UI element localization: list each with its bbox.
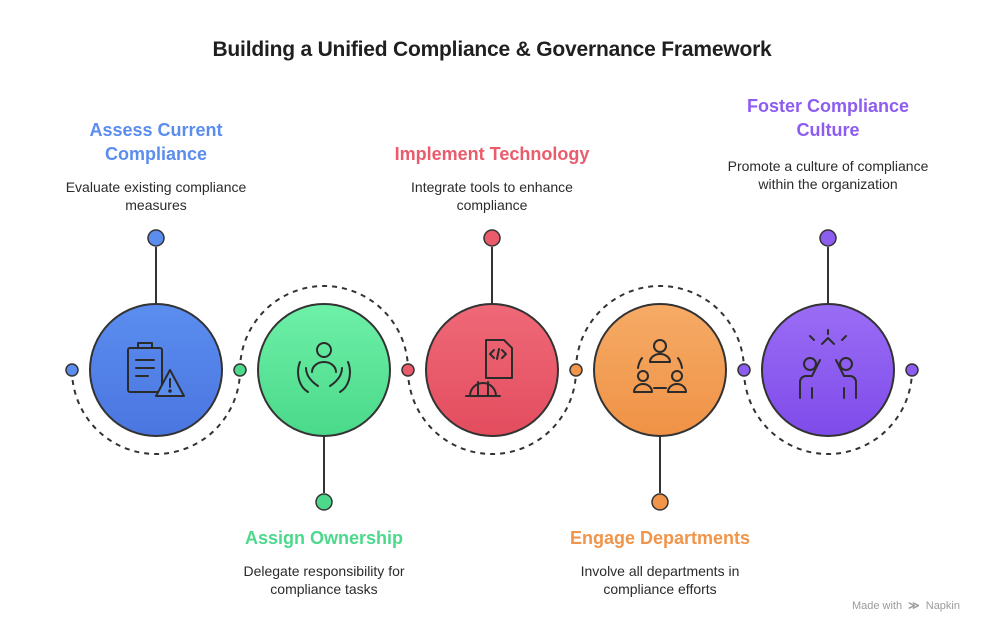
stem-end-dot-0 (147, 229, 165, 247)
hardhat-code-icon (465, 339, 513, 397)
clipboard-warning-icon (127, 342, 185, 397)
footer-prefix: Made with (851, 600, 903, 612)
step-circle-3 (593, 303, 727, 437)
team-network-icon (633, 339, 687, 393)
junction-dot-5 (905, 363, 919, 377)
footer-credit: Made with ≫ Napkin (852, 599, 960, 612)
stem-end-dot-4 (819, 229, 837, 247)
step-circle-4 (761, 303, 895, 437)
high-five-icon (799, 329, 857, 399)
stem-end-dot-2 (483, 229, 501, 247)
diagram-title: Building a Unified Compliance & Governan… (212, 38, 772, 61)
step-description-2: Integrate tools to enhance compliance (411, 179, 573, 213)
connector-arc-4 (743, 369, 913, 455)
connector-arc-2 (407, 369, 577, 455)
connector-arc-3 (575, 285, 745, 371)
step-circle-0 (89, 303, 223, 437)
junction-dot-0 (65, 363, 79, 377)
junction-dot-1 (233, 363, 247, 377)
stem-end-dot-1 (315, 493, 333, 511)
stem-end-dot-3 (651, 493, 669, 511)
step-title-0: Assess Current Compliance (89, 120, 223, 164)
step-title-4: Foster Compliance Culture (746, 96, 910, 140)
step-title-2: Implement Technology (394, 144, 590, 164)
step-description-3: Involve all departments in compliance ef… (580, 563, 740, 597)
step-title-3: Engage Departments (569, 528, 751, 548)
napkin-logo-icon: ≫ (908, 600, 920, 612)
connector-arc-0 (71, 369, 241, 455)
junction-dot-4 (737, 363, 751, 377)
footer-brand: Napkin (925, 600, 960, 612)
step-circle-2 (425, 303, 559, 437)
step-circle-1 (257, 303, 391, 437)
connector-arc-1 (239, 285, 409, 371)
step-title-1: Assign Ownership (244, 528, 404, 548)
junction-dot-3 (569, 363, 583, 377)
step-description-0: Evaluate existing compliance measures (65, 179, 247, 213)
junction-dot-2 (401, 363, 415, 377)
person-in-hands-icon (297, 342, 351, 393)
step-description-4: Promote a culture of compliance within t… (727, 158, 929, 192)
step-description-1: Delegate responsibility for compliance t… (243, 563, 405, 597)
